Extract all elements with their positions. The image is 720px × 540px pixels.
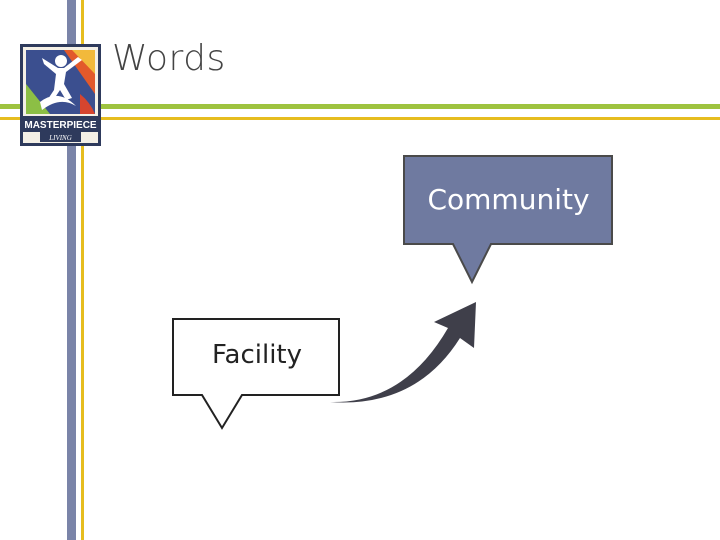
logo-wordmark-masterpiece: MASTERPIECE [24, 120, 97, 131]
facility-callout: Facility [172, 318, 342, 431]
vertical-blue-rule [67, 0, 76, 540]
facility-label: Facility [211, 340, 303, 370]
horizontal-gold-rule [0, 117, 720, 120]
slide-title: Words [112, 38, 226, 79]
logo-wordmark-living: LIVING [48, 134, 72, 142]
community-label: Community [427, 183, 590, 216]
masterpiece-living-logo: MASTERPIECE LIVING [20, 44, 101, 146]
vertical-gold-rule [81, 0, 84, 540]
community-callout: Community [403, 155, 614, 285]
curved-arrow-icon [326, 296, 482, 408]
horizontal-green-rule [0, 104, 720, 109]
